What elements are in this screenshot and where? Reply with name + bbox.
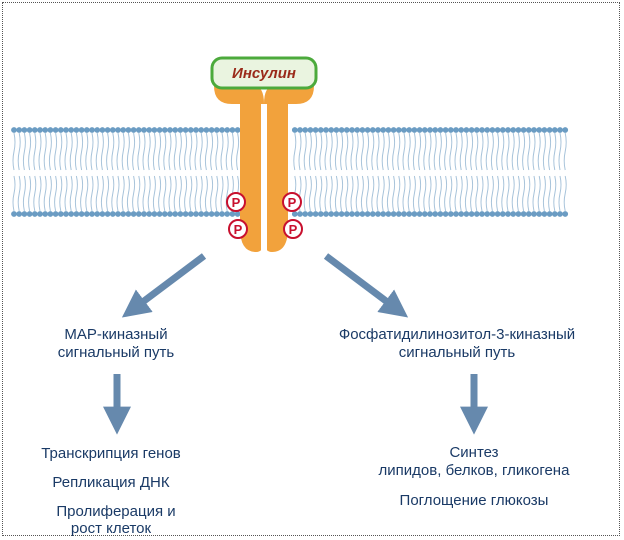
phospho-site-left-upper: P <box>226 192 246 212</box>
map-kinase-title-line2: сигнальный путь <box>57 344 175 361</box>
figure-frame <box>2 2 620 536</box>
membrane-phospholipid-heads <box>11 127 569 217</box>
arrow-to-map-kinase-pathway <box>121 253 207 318</box>
pi3-kinase-pathway-title: Фосфатидилинозитол-3-киназный сигнальный… <box>290 326 624 362</box>
outcome-dna-replication: Репликация ДНК <box>52 474 170 491</box>
phospho-site-right-upper: P <box>282 192 302 212</box>
arrow-to-pi3-kinase-pathway <box>323 253 409 318</box>
phosphorylation-sites: P P P P <box>226 192 303 239</box>
svg-text:P: P <box>234 222 243 237</box>
map-kinase-title-line1: МАР-киназный <box>64 326 168 343</box>
phospho-site-right-lower: P <box>283 219 303 239</box>
outcome-synthesis-line1: Синтез <box>449 444 499 461</box>
pi3-kinase-title-line1: Фосфатидилинозитол-3-киназный <box>338 326 576 343</box>
svg-text:P: P <box>288 195 297 210</box>
receptor-left-subunit <box>214 86 264 252</box>
map-kinase-pathway-title: МАР-киназный сигнальный путь <box>30 326 202 362</box>
insulin-box <box>210 56 318 90</box>
outcome-gene-transcription: Транскрипция генов <box>41 445 181 462</box>
outcome-synthesis-line2: липидов, белков, гликогена <box>378 462 570 479</box>
svg-text:P: P <box>232 195 241 210</box>
svg-text:P: P <box>289 222 298 237</box>
receptor-gap <box>261 104 267 254</box>
receptor-right-subunit <box>264 86 314 252</box>
outcome-proliferation-line1: Пролиферация и <box>56 503 176 520</box>
insulin-label: Инсулин <box>232 65 296 82</box>
pi3-kinase-title-line2: сигнальный путь <box>398 344 516 361</box>
insulin-receptor <box>214 86 314 254</box>
outcome-proliferation-line2: рост клеток <box>70 520 152 537</box>
insulin-ligand: Инсулин <box>210 56 318 90</box>
membrane-lipid-tails-upper <box>12 132 567 171</box>
outcome-glucose-uptake: Поглощение глюкозы <box>399 492 549 509</box>
phospho-site-left-lower: P <box>228 219 248 239</box>
